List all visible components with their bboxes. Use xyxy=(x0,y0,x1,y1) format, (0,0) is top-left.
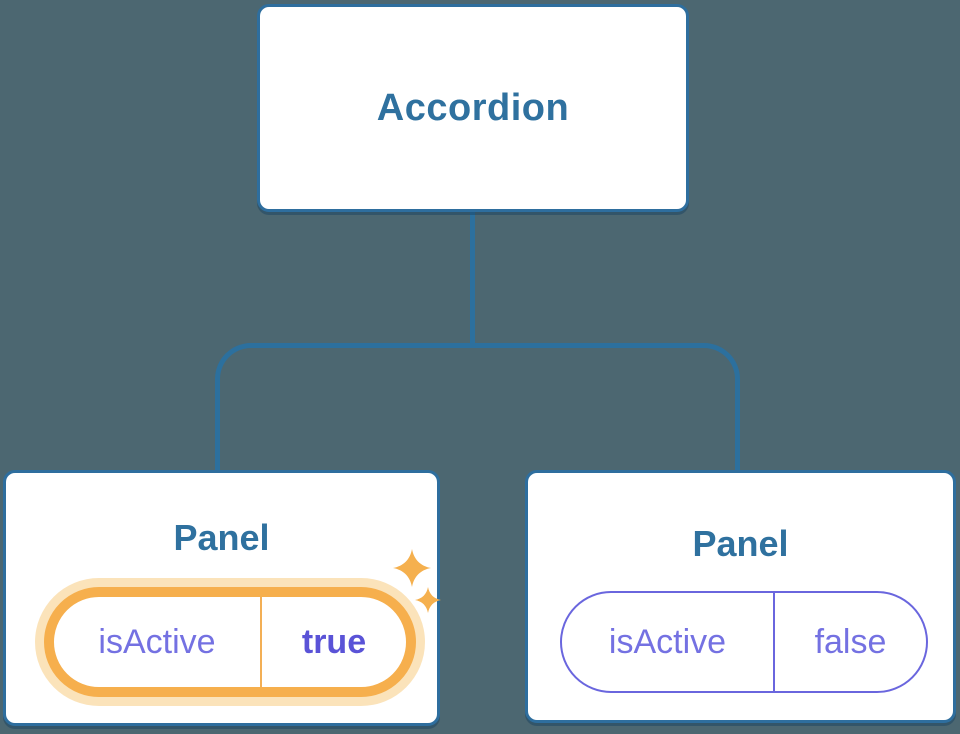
panel-node-inactive: Panel isActive false xyxy=(525,470,956,723)
prop-value-label: true xyxy=(301,622,367,661)
pill-divider xyxy=(773,593,775,691)
accordion-node: Accordion xyxy=(257,4,689,212)
sparkles-icon xyxy=(393,549,441,613)
panel-node-label: Panel xyxy=(173,517,270,558)
panel-node-label: Panel xyxy=(692,523,789,564)
prop-pill-active: isActive true xyxy=(44,587,416,697)
panel-node-active: Panel isActive true xyxy=(3,470,441,726)
prop-pill-inactive: isActive false xyxy=(560,591,928,693)
prop-value-label: false xyxy=(814,622,887,661)
accordion-node-label: Accordion xyxy=(376,86,570,129)
pill-divider xyxy=(260,597,262,687)
prop-name-label: isActive xyxy=(98,622,216,661)
tree-connector-branch xyxy=(215,343,740,470)
tree-connector-stem xyxy=(470,208,475,346)
prop-name-label: isActive xyxy=(608,622,727,661)
